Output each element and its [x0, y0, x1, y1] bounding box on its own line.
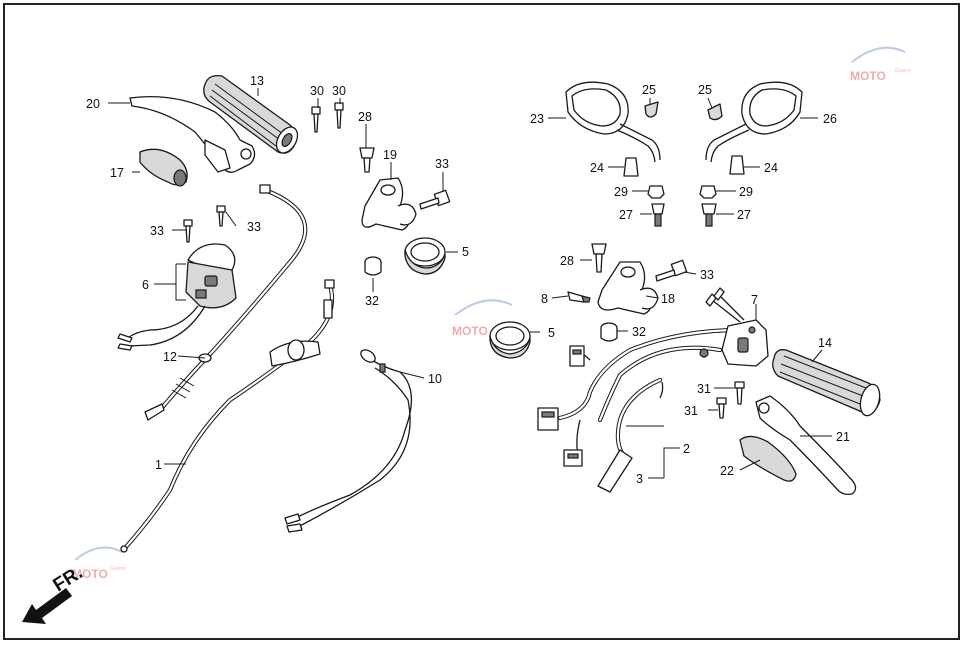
- callout-31a: 31: [697, 382, 711, 396]
- callout-30a: 30: [310, 84, 324, 98]
- callout-5b: 5: [548, 326, 555, 340]
- callout-33b: 33: [150, 224, 164, 238]
- callout-28a: 28: [358, 110, 372, 124]
- clutch-lever-part: [129, 95, 256, 173]
- nut-29-right: [699, 185, 717, 199]
- callout-2: 2: [683, 442, 690, 456]
- watermark-subtext: Gwann: [110, 566, 126, 572]
- leader-lines: [108, 88, 832, 479]
- boot-24-left: [623, 157, 639, 177]
- callout-27b: 27: [737, 208, 751, 222]
- callout-22: 22: [720, 464, 734, 478]
- cap-25-left: [644, 101, 659, 118]
- callout-1: 1: [155, 458, 162, 472]
- callout-3: 3: [636, 472, 643, 486]
- left-grip-part: [203, 74, 299, 154]
- watermark-text: MOTO: [850, 69, 886, 83]
- boot-24-right: [729, 155, 745, 175]
- callout-labels: 20 17 13 30 30 28 19 33 5 32 33 33 6 12 …: [86, 74, 850, 486]
- lever-cover-part: [139, 148, 188, 187]
- callout-33a: 33: [435, 157, 449, 171]
- callout-32b: 32: [632, 325, 646, 339]
- callout-33d: 33: [700, 268, 714, 282]
- clamp-5-left: [404, 237, 446, 275]
- speed-cable-part: [597, 377, 664, 493]
- callout-17: 17: [110, 166, 124, 180]
- callout-18: 18: [661, 292, 675, 306]
- callout-29b: 29: [739, 185, 753, 199]
- callout-31b: 31: [684, 404, 698, 418]
- front-direction-indicator: FR.: [22, 562, 87, 624]
- callout-30b: 30: [332, 84, 346, 98]
- switch-8-part: [567, 291, 591, 303]
- adapter-27-left: [651, 203, 665, 227]
- right-switch-housing-part: [537, 287, 769, 467]
- callout-33c: 33: [247, 220, 261, 234]
- callout-26: 26: [823, 112, 837, 126]
- callout-12: 12: [163, 350, 177, 364]
- callout-6: 6: [142, 278, 149, 292]
- callout-5a: 5: [462, 245, 469, 259]
- callout-24a: 24: [590, 161, 604, 175]
- bolt-33-center-left: [419, 189, 451, 210]
- clamp-5-right: [489, 321, 531, 359]
- callout-20: 20: [86, 97, 100, 111]
- watermark-subtext: Gwann: [895, 68, 911, 74]
- bolt-28-left: [359, 147, 375, 173]
- callout-19: 19: [383, 148, 397, 162]
- callout-24b: 24: [764, 161, 778, 175]
- callout-25b: 25: [698, 83, 712, 97]
- screw-30-b: [334, 102, 344, 129]
- cap-25-right: [707, 103, 723, 121]
- holder-18-part: [597, 261, 659, 315]
- callout-14: 14: [818, 336, 832, 350]
- watermark-bottom-left: MOTO Gwann: [72, 546, 126, 581]
- callout-32a: 32: [365, 294, 379, 308]
- watermark-text: MOTO: [72, 567, 108, 581]
- mirror-right-part: [705, 81, 803, 163]
- bolt-28-right: [591, 243, 607, 273]
- mirror-left-part: [565, 81, 661, 163]
- nut-32-right: [600, 322, 618, 342]
- throttle-cable-part: [120, 279, 335, 553]
- callout-10: 10: [428, 372, 442, 386]
- adapter-27-right: [701, 203, 717, 227]
- callout-25a: 25: [642, 83, 656, 97]
- screw-31-b: [716, 397, 727, 419]
- brake-switch-cable-part: [284, 349, 413, 533]
- callout-8: 8: [541, 292, 548, 306]
- callout-29a: 29: [614, 185, 628, 199]
- callout-21: 21: [836, 430, 850, 444]
- callout-23: 23: [530, 112, 544, 126]
- bolt-33-right: [655, 259, 688, 282]
- callout-28b: 28: [560, 254, 574, 268]
- watermark-top-right: MOTO Gwann: [850, 46, 911, 83]
- right-grip-part: [772, 349, 881, 417]
- brake-lever-part: [755, 395, 857, 496]
- screw-33-left-b: [216, 205, 226, 227]
- left-switch-housing-part: [117, 243, 237, 351]
- screw-33-left-a: [183, 219, 193, 243]
- watermark-text: MOTO: [452, 324, 488, 338]
- callout-13: 13: [250, 74, 264, 88]
- callout-7: 7: [751, 293, 758, 307]
- callout-27a: 27: [619, 208, 633, 222]
- mirror-holder-19-part: [361, 177, 417, 231]
- screw-31-a: [734, 381, 745, 405]
- screw-30-a: [311, 106, 321, 133]
- lever-cover-22-part: [739, 435, 797, 482]
- nut-32-left: [364, 256, 382, 276]
- nut-29-left: [647, 185, 665, 199]
